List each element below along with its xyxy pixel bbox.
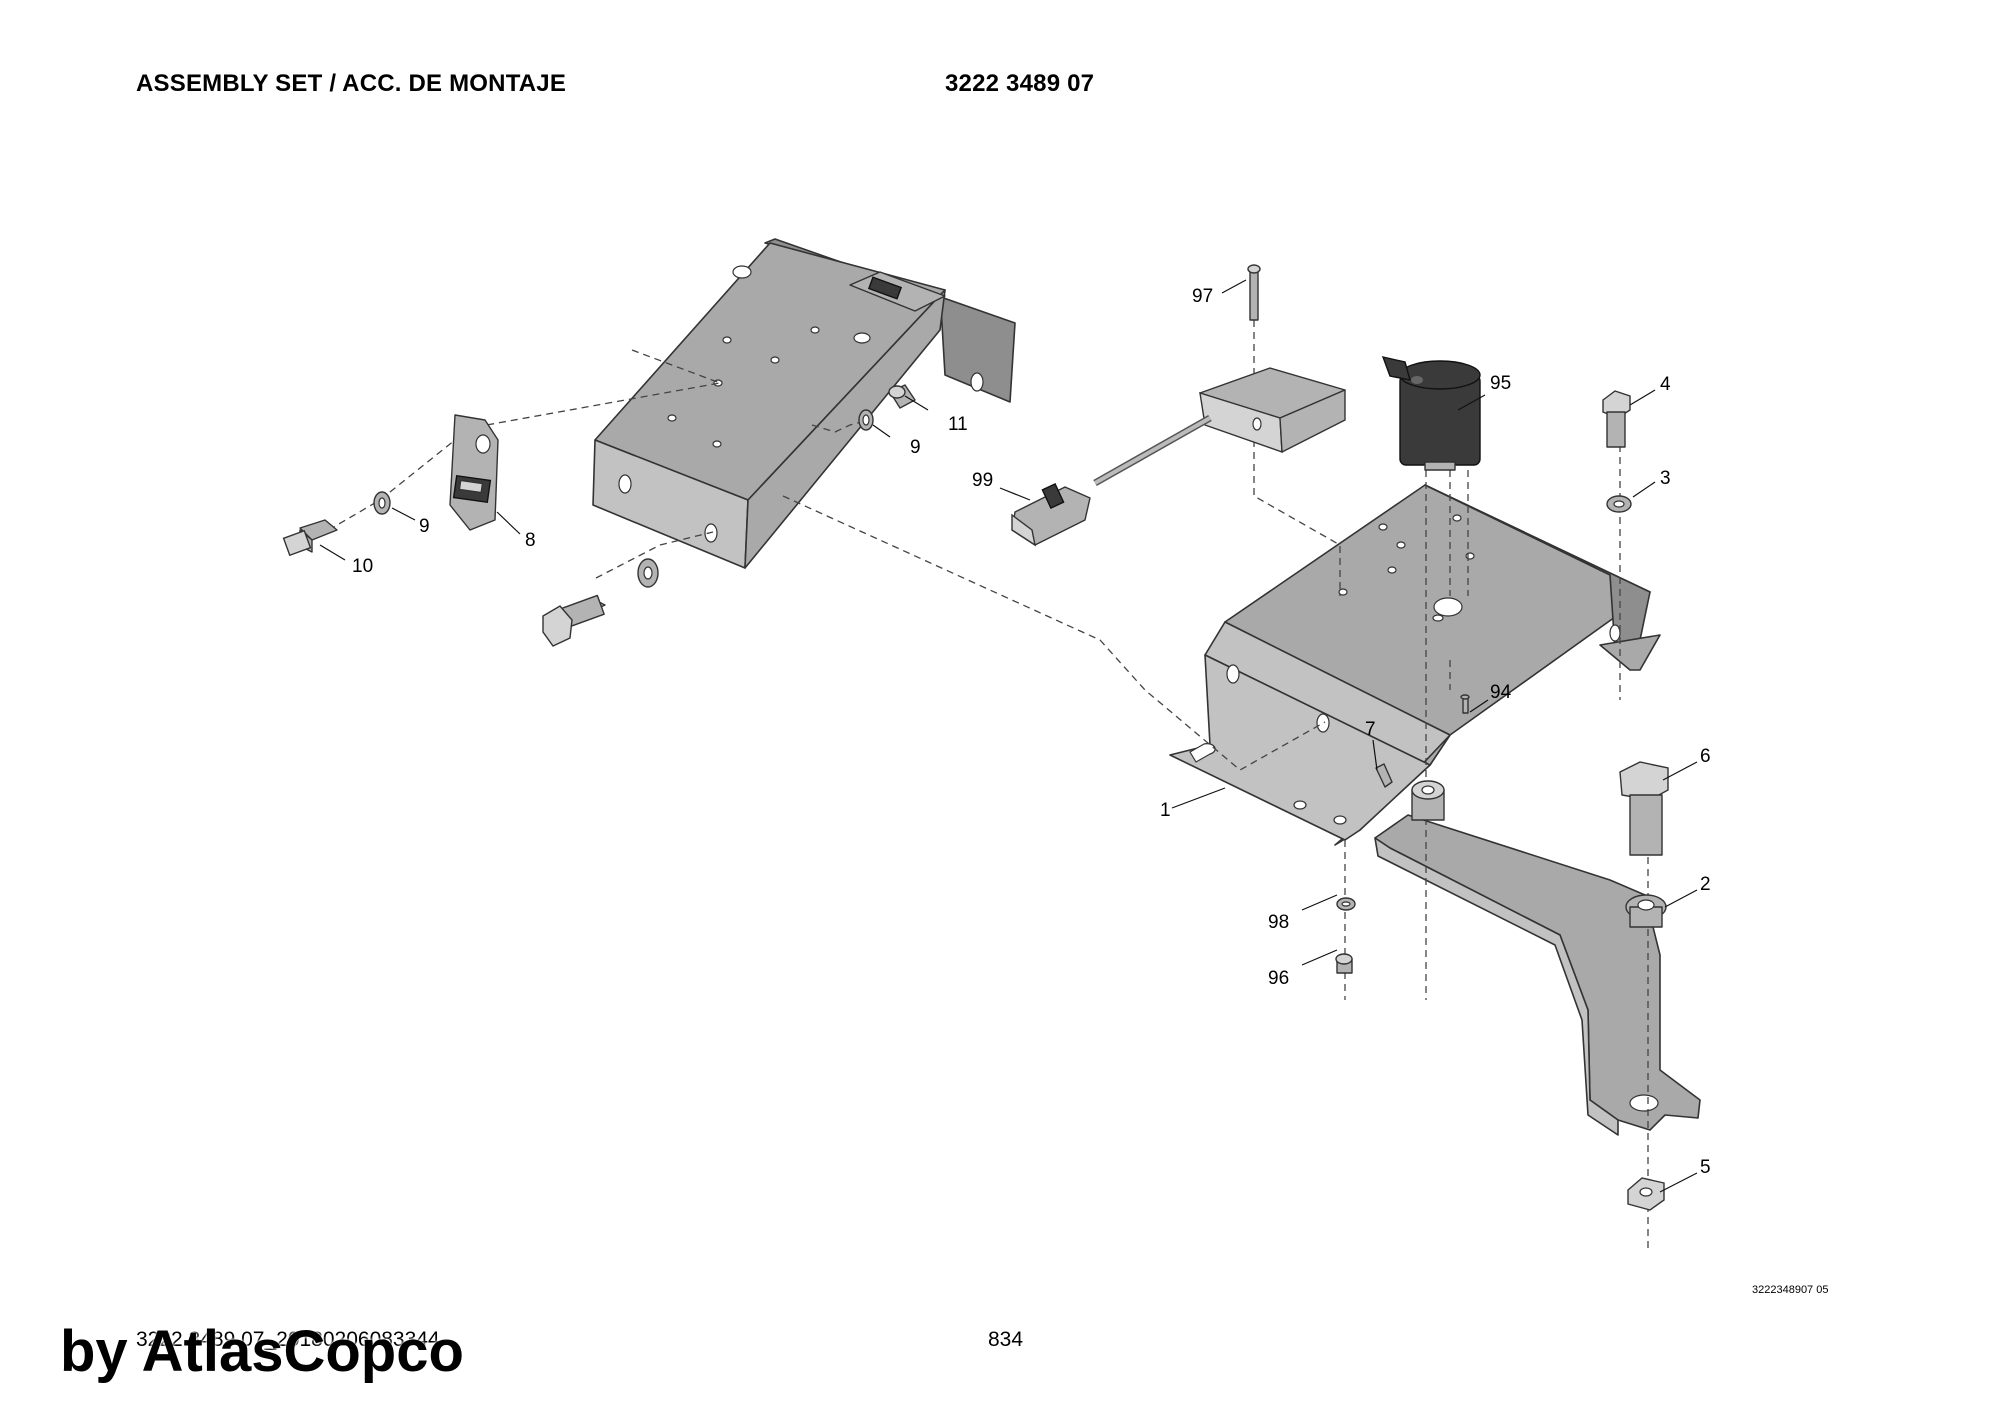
spacer-11 <box>888 384 916 409</box>
callout-8: 8 <box>525 530 536 551</box>
callout-3: 3 <box>1660 468 1671 489</box>
nut-5 <box>1627 1177 1665 1211</box>
callout-10: 10 <box>352 556 373 577</box>
sensor-99 <box>1011 367 1346 547</box>
drawing-code: 3222348907 05 <box>1752 1284 1829 1296</box>
callout-6: 6 <box>1700 746 1711 767</box>
leader-lines <box>319 279 1698 1193</box>
callout-1: 1 <box>1160 800 1171 821</box>
callout-96: 96 <box>1268 968 1289 989</box>
upper-bracket-clip <box>849 271 946 312</box>
page-number: 834 <box>988 1328 1024 1351</box>
callout-9-left: 9 <box>419 516 430 537</box>
callout-labels: 1 2 3 4 5 6 7 8 9 9 10 11 94 95 96 97 98… <box>352 286 1711 1178</box>
washer-lower-left <box>637 558 659 588</box>
callout-99: 99 <box>972 470 993 491</box>
bolt-4 <box>1602 390 1631 448</box>
document-title: ASSEMBLY SET / ACC. DE MONTAJE <box>136 70 567 97</box>
watermark: by AtlasCopco <box>60 1319 464 1384</box>
bolt-10 <box>282 519 338 557</box>
base-bracket <box>1169 484 1661 846</box>
screw-94 <box>1460 694 1470 714</box>
sleeve <box>1411 780 1445 821</box>
callout-98: 98 <box>1268 912 1289 933</box>
washer-3 <box>1606 495 1632 513</box>
callout-11: 11 <box>948 414 968 435</box>
washer-9-right <box>858 409 874 431</box>
screw-96 <box>1335 953 1353 974</box>
footer-document-code: 3222 3489 07_20180206083344 <box>136 1328 440 1351</box>
screw-97 <box>1247 264 1261 321</box>
callout-2: 2 <box>1700 874 1711 895</box>
callout-94: 94 <box>1490 682 1512 703</box>
callout-5: 5 <box>1700 1157 1711 1178</box>
pin-7 <box>1375 763 1393 788</box>
connector-99 <box>1011 483 1091 547</box>
upper-bracket <box>592 238 1016 569</box>
bolt-lower-left <box>542 594 606 647</box>
washer-9 <box>373 491 391 515</box>
bushing-2 <box>1625 894 1667 928</box>
washer-98 <box>1336 897 1356 911</box>
bracket-plate-8 <box>449 414 499 531</box>
assembly-part-number: 3222 3489 07 <box>945 70 1095 97</box>
bolt-6 <box>1619 761 1669 856</box>
callout-4: 4 <box>1660 374 1671 395</box>
callout-97: 97 <box>1192 286 1213 307</box>
callout-7: 7 <box>1365 719 1376 740</box>
callout-9-right: 9 <box>910 437 921 458</box>
callout-95: 95 <box>1490 373 1511 394</box>
support-arm <box>1374 814 1701 1136</box>
encoder-95 <box>1381 356 1481 471</box>
